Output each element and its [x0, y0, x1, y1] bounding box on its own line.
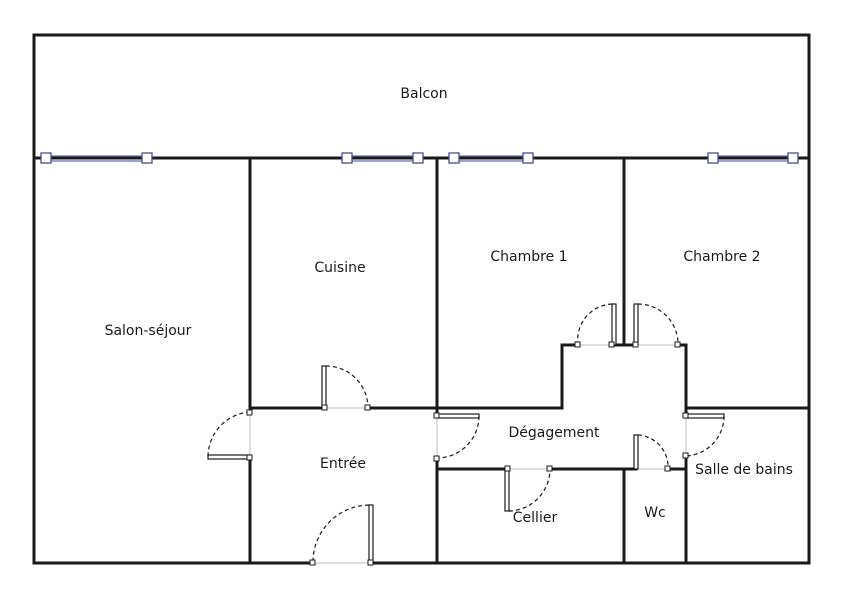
window-frame [141, 152, 153, 164]
window-frame [707, 152, 719, 164]
window-frame [522, 152, 534, 164]
door-sdb [682, 412, 725, 459]
door-chambre2 [632, 303, 681, 348]
room-label-wc: Wc [644, 505, 666, 521]
room-label-chambre2: Chambre 2 [683, 249, 760, 265]
room-label-entree: Entrée [320, 456, 366, 472]
door-cellier [504, 465, 553, 512]
window-frame [341, 152, 353, 164]
room-labels: Balcon Salon-séjour Cuisine Chambre 1 Ch… [105, 86, 793, 526]
room-label-degagement: Dégagement [509, 425, 600, 441]
window-frame [787, 152, 799, 164]
doors [207, 303, 725, 566]
interior-walls [248, 156, 811, 565]
door-entrance [309, 504, 374, 566]
room-label-cellier: Cellier [513, 510, 558, 526]
door-wc [633, 434, 671, 472]
door-chambre1 [574, 303, 617, 348]
room-label-sdb: Salle de bains [695, 462, 793, 478]
door-salon [207, 409, 253, 461]
room-label-cuisine: Cuisine [314, 260, 365, 276]
balcony-outline [32, 33, 811, 160]
door-degagement [433, 412, 480, 462]
room-label-salon: Salon-séjour [105, 323, 192, 339]
window-frame [412, 152, 424, 164]
window-frame [448, 152, 460, 164]
room-label-balcon: Balcon [400, 86, 447, 102]
exterior-walls [32, 156, 811, 565]
door-cuisine [321, 365, 371, 411]
room-label-chambre1: Chambre 1 [490, 249, 567, 265]
window-frame [40, 152, 52, 164]
windows [40, 152, 799, 164]
